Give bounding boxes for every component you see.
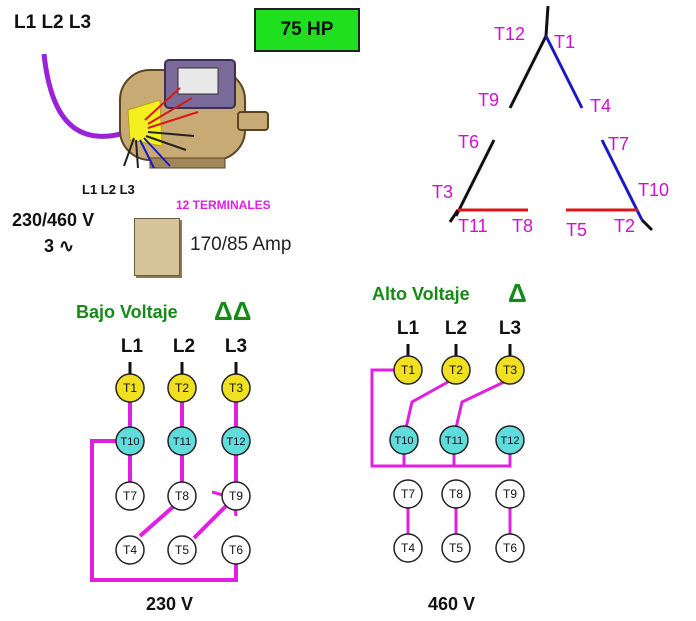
high-term-t9: T9: [503, 487, 517, 501]
delta-label-t12: T12: [494, 24, 525, 44]
supply-cable: [41, 53, 129, 139]
high-term-t1: T1: [401, 363, 415, 377]
high-voltage-value: 460 V: [428, 594, 476, 614]
high-term-t6: T6: [503, 541, 517, 555]
motor-illustration: [41, 53, 269, 169]
high-voltage-diagram: T1 T2 T3 T10 T11 T12 T7 T8 T9 T4 T5 T6 L…: [370, 318, 525, 563]
low-term-t10: T10: [121, 436, 140, 448]
motor-lines-label: L1 L2 L3: [82, 182, 135, 197]
delta-right-lower: [600, 139, 644, 221]
terminals-label: 12 TERMINALES: [176, 198, 271, 212]
delta-right-upper: [544, 35, 584, 109]
high-term-t10: T10: [395, 435, 414, 447]
high-voltage-symbol: Δ: [508, 278, 527, 308]
high-line-l3: L3: [499, 318, 521, 339]
low-line-l3: L3: [225, 336, 247, 357]
low-term-t4: T4: [123, 543, 137, 557]
motor-voltage: 230/460 V: [12, 210, 95, 230]
high-voltage-title: Alto Voltaje: [372, 284, 470, 304]
delta-label-t3: T3: [432, 182, 453, 202]
delta-left-upper: [508, 35, 548, 109]
motor-amperage: 170/85 Amp: [190, 234, 292, 255]
low-wiring: [90, 402, 238, 582]
delta-label-t2: T2: [614, 216, 635, 236]
low-term-t7: T7: [123, 489, 137, 503]
high-term-t4: T4: [401, 541, 415, 555]
delta-label-t1: T1: [554, 32, 575, 52]
terminal-wires: [123, 87, 199, 169]
horsepower-badge: 75 HP: [254, 8, 360, 52]
low-term-t9: T9: [229, 489, 243, 503]
delta-label-t4: T4: [590, 96, 611, 116]
delta-label-t10: T10: [638, 180, 669, 200]
motor-base: [149, 157, 226, 169]
high-term-t3: T3: [503, 363, 517, 377]
delta-label-t8: T8: [512, 216, 533, 236]
delta-label-t6: T6: [458, 132, 479, 152]
delta-diagram: T12 T1 T9 T4 T6 T7 T3 T10 T11 T8 T5 T2: [432, 5, 669, 240]
high-term-t7: T7: [401, 487, 415, 501]
low-term-t3: T3: [229, 381, 243, 395]
high-term-t8: T8: [449, 487, 463, 501]
low-voltage-value: 230 V: [146, 594, 194, 614]
low-term-t11: T11: [173, 436, 191, 448]
delta-label-t11: T11: [458, 216, 488, 236]
starter-box: [134, 218, 180, 276]
high-term-t12: T12: [501, 435, 520, 447]
low-term-t6: T6: [229, 543, 243, 557]
high-term-t2: T2: [449, 363, 463, 377]
high-line-l2: L2: [445, 318, 467, 339]
delta-left-lower: [454, 139, 496, 217]
delta-label-t9: T9: [478, 90, 499, 110]
high-wiring: [370, 368, 512, 536]
delta-label-t5: T5: [566, 220, 587, 240]
low-voltage-title: Bajo Voltaje: [76, 302, 178, 322]
low-term-t2: T2: [175, 381, 189, 395]
low-voltage-diagram: T1 T2 T3 T10 T11 T12 T7 T8 T9 T4 T5 T6 L…: [90, 336, 251, 582]
delta-right-lead: [640, 218, 654, 232]
nameplate: [177, 67, 219, 95]
high-term-t11: T11: [445, 435, 463, 447]
low-line-l1: L1: [121, 336, 144, 357]
supply-lines-label: L1 L2 L3: [14, 12, 92, 33]
motor-phase: 3 ∿: [44, 236, 75, 256]
low-voltage-symbol: ΔΔ: [214, 296, 252, 326]
delta-label-t7: T7: [608, 134, 629, 154]
delta-apex-lead: [544, 5, 550, 37]
high-term-t5: T5: [449, 541, 463, 555]
motor-shaft: [237, 111, 269, 131]
low-term-t5: T5: [175, 543, 189, 557]
low-term-t8: T8: [175, 489, 189, 503]
low-term-t12: T12: [227, 436, 246, 448]
high-line-l1: L1: [397, 318, 420, 339]
delta-left-lead: [448, 209, 460, 223]
low-line-l2: L2: [173, 336, 195, 357]
low-term-t1: T1: [123, 381, 137, 395]
